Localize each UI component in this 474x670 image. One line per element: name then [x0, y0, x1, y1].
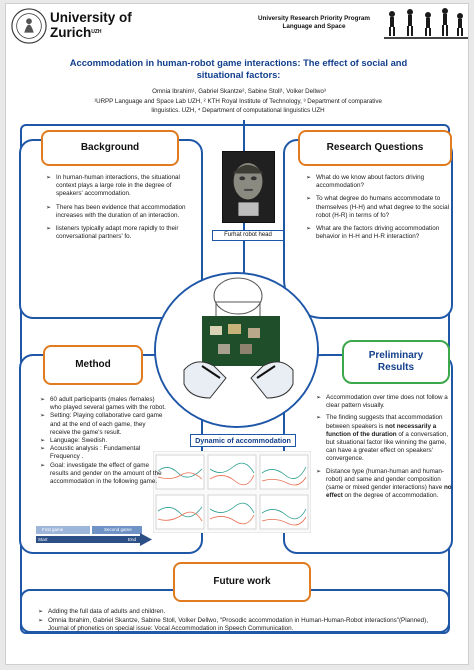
research-questions-text: What do we know about factors driving ac…	[306, 174, 450, 246]
accommodation-charts-figure	[153, 451, 311, 533]
header: University of ZurichUZH University Resea…	[6, 4, 468, 49]
list-item: listeners typically adapt more rapidly t…	[46, 225, 196, 241]
list-item: Accommodation over time does not follow …	[316, 394, 452, 410]
list-item: The finding suggests that accommodation …	[316, 414, 452, 463]
list-item: Language: Swedish.	[40, 437, 166, 445]
method-text: 60 adult participants (males /females) w…	[40, 396, 166, 486]
background-heading: Background	[41, 130, 179, 166]
authors: Omnia Ibrahim¹, Gabriel Skantze², Sabine…	[152, 88, 326, 95]
university-seal-icon	[11, 8, 47, 44]
preliminary-results-text: Accommodation over time does not follow …	[316, 394, 452, 504]
method-heading: Method	[43, 345, 143, 385]
timeline-second-label: Second game	[104, 527, 132, 532]
timeline-arrow	[36, 526, 152, 546]
timeline-end-label: End	[128, 537, 137, 542]
list-item: Distance type (human-human and human-rob…	[316, 468, 452, 501]
list-item: What do we know about factors driving ac…	[306, 174, 450, 190]
game-table-illustration	[156, 274, 317, 426]
list-item: Omnia Ibrahim, Gabriel Skantze, Sabine S…	[38, 617, 448, 633]
future-work-text: Adding the full data of adults and child…	[38, 608, 448, 635]
list-item: 60 adult participants (males /females) w…	[40, 396, 166, 412]
timeline-first-label: First game	[42, 527, 64, 532]
poster-title: Accommodation in human-robot game intera…	[69, 57, 408, 80]
list-item: In human-human interactions, the situati…	[46, 174, 196, 199]
game-setup-image	[154, 272, 319, 428]
dynamics-caption: Dynamic of accommodation	[190, 434, 296, 447]
people-silhouettes-icon	[384, 8, 468, 39]
university-name: University of ZurichUZH	[50, 10, 132, 40]
list-item: There has been evidence that accommodati…	[46, 204, 196, 220]
furhat-robot-photo	[222, 151, 275, 223]
timeline-start-label: Start	[38, 537, 48, 542]
list-item: What are the factors driving accommodati…	[306, 225, 450, 241]
list-item: Goal: investigate the effect of game res…	[40, 462, 166, 487]
affiliations: ¹URPP Language and Space Lab UZH, ² KTH …	[94, 98, 382, 114]
list-item: To what degree do humans accommodate to …	[306, 195, 450, 220]
robot-caption: Furhat robot head	[212, 230, 284, 241]
future-work-heading: Future work	[173, 562, 311, 602]
program-name: University Research Priority Program Lan…	[258, 15, 370, 30]
poster: University of ZurichUZH University Resea…	[5, 3, 469, 665]
list-item: Adding the full data of adults and child…	[38, 608, 448, 616]
background-text: In human-human interactions, the situati…	[46, 174, 196, 246]
list-item: Setting: Playing collaborative card game…	[40, 412, 166, 437]
list-item: Acoustic analysis : Fundamental Frequenc…	[40, 445, 166, 461]
research-questions-heading: Research Questions	[298, 130, 452, 166]
game-timeline: First game Second game Start End	[36, 524, 152, 546]
